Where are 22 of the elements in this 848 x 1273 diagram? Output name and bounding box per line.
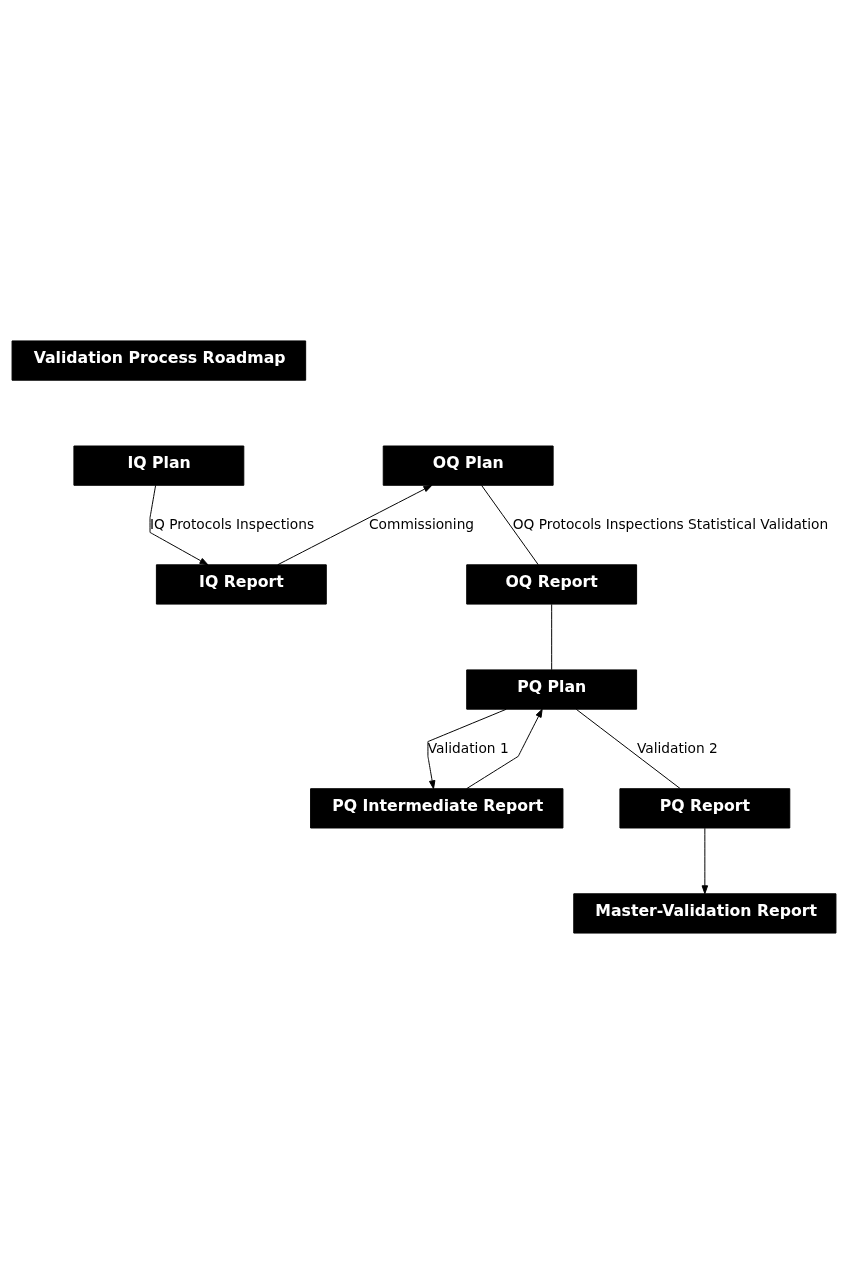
connector [481, 484, 539, 565]
arrow [427, 708, 507, 789]
edge-label: Validation 1 [427, 739, 509, 756]
node-box: IQ Report [155, 563, 327, 605]
edge-label: IQ Protocols Inspections [149, 515, 315, 532]
arrow [277, 484, 433, 565]
connector [551, 603, 553, 670]
node-box: Validation Process Roadmap [11, 339, 307, 381]
node-box: IQ Plan [73, 445, 245, 486]
node-box: Master-Validation Report [573, 892, 837, 934]
node-box: OQ Plan [382, 445, 554, 486]
arrow [149, 484, 209, 565]
node-box: PQ Plan [466, 668, 638, 710]
connector [575, 708, 681, 789]
edge-label: Validation 2 [636, 739, 718, 756]
edge-label: OQ Protocols Inspections Statistical Validation [512, 515, 829, 532]
node-box: PQ Report [619, 787, 791, 828]
edge-label: Commissioning [369, 515, 475, 532]
arrow [701, 827, 709, 894]
node-box: OQ Report [466, 563, 638, 605]
arrow [466, 708, 543, 789]
node-box: PQ Intermediate Report [310, 787, 564, 828]
